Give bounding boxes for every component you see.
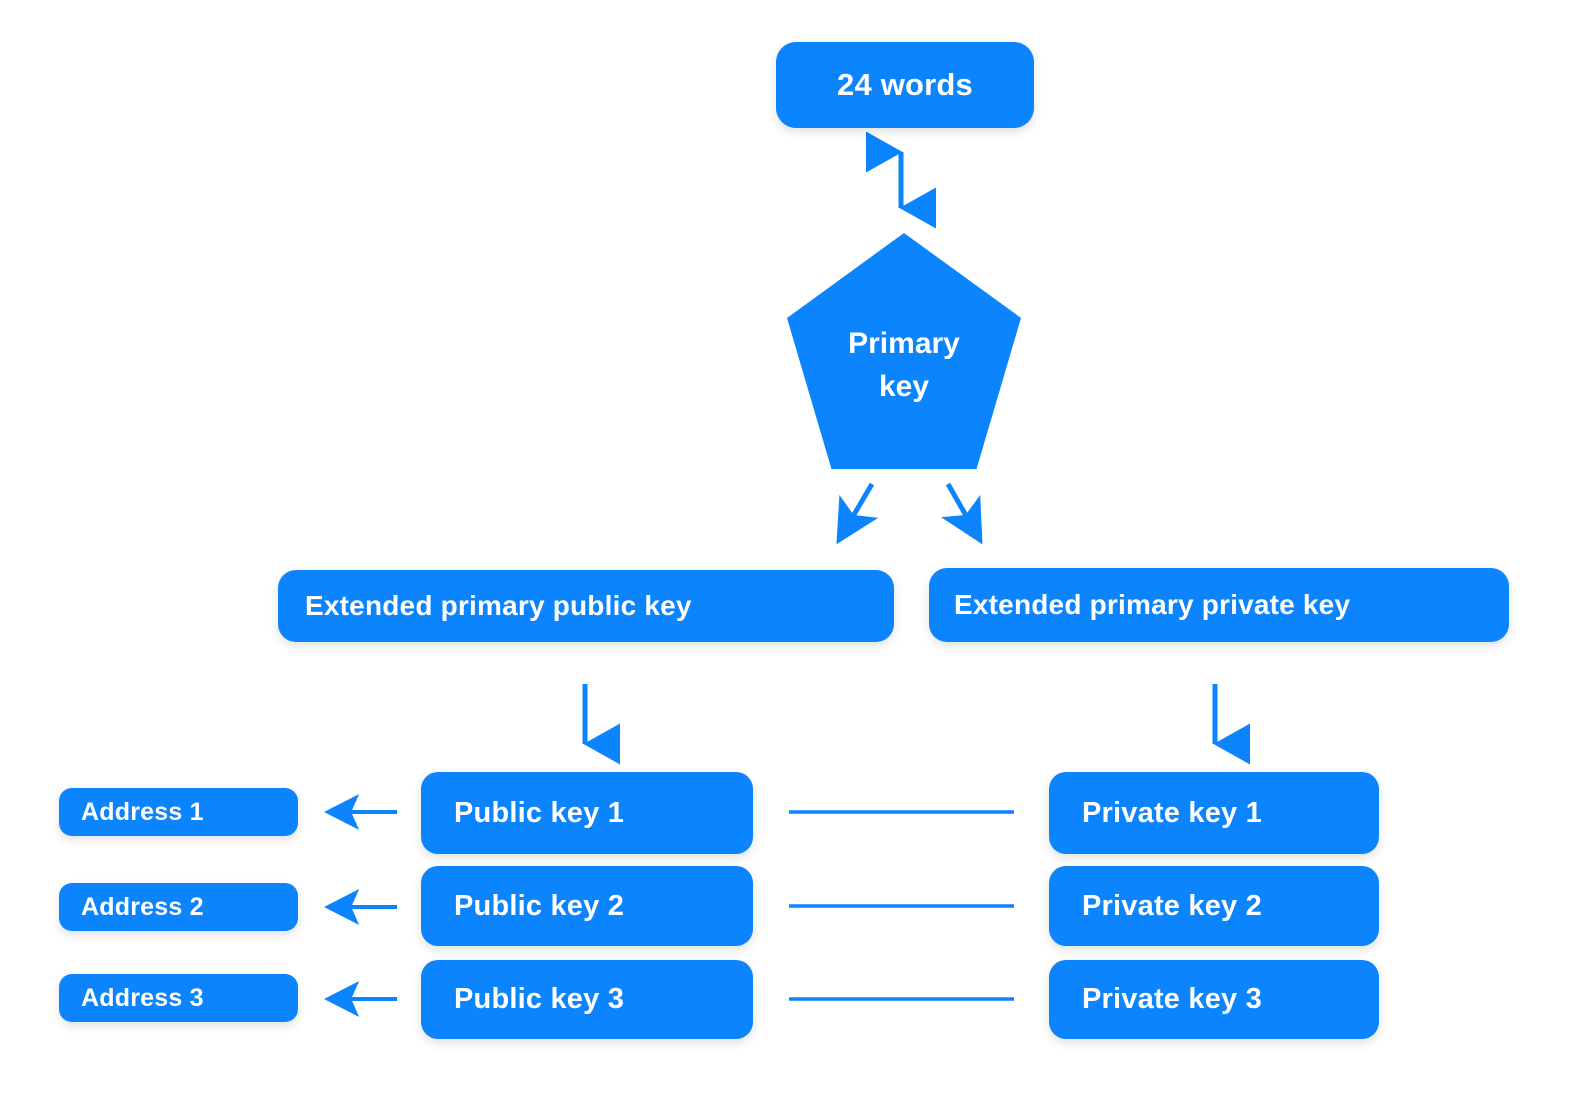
node-primary-key[interactable]: Primary key — [787, 233, 1021, 469]
node-address-1[interactable]: Address 1 — [59, 788, 298, 836]
pentagon-shape — [787, 233, 1021, 469]
node-address-2[interactable]: Address 2 — [59, 883, 298, 931]
node-seed-words-label: 24 words — [837, 67, 973, 102]
node-public-key-1-label: Public key 1 — [454, 796, 625, 829]
node-address-3-label: Address 3 — [81, 983, 204, 1012]
node-private-key-3-label: Private key 3 — [1082, 983, 1262, 1015]
node-public-key-2-label: Public key 2 — [454, 889, 625, 922]
connector-primary-key-to-extended-private — [941, 482, 983, 545]
node-private-key-2-label: Private key 2 — [1082, 889, 1262, 922]
node-private-key-1[interactable]: Private key 1 — [1049, 772, 1379, 854]
node-extended-primary-private-key[interactable]: Extended primary private key — [929, 568, 1509, 642]
node-extended-primary-public-key-label: Extended primary public key — [305, 590, 692, 621]
node-public-key-2[interactable]: Public key 2 — [421, 866, 753, 946]
node-address-3[interactable]: Address 3 — [59, 974, 298, 1022]
connector-primary-key-to-extended-public — [836, 482, 879, 545]
node-extended-primary-public-key[interactable]: Extended primary public key — [278, 570, 894, 642]
node-public-key-1[interactable]: Public key 1 — [421, 772, 753, 854]
node-private-key-3[interactable]: Private key 3 — [1049, 960, 1379, 1039]
node-private-key-1-label: Private key 1 — [1082, 796, 1262, 829]
node-address-2-label: Address 2 — [81, 892, 204, 921]
node-public-key-3[interactable]: Public key 3 — [421, 960, 753, 1039]
node-extended-primary-private-key-label: Extended primary private key — [954, 589, 1351, 620]
node-private-key-2[interactable]: Private key 2 — [1049, 866, 1379, 946]
node-public-key-3-label: Public key 3 — [454, 983, 625, 1015]
node-address-1-label: Address 1 — [81, 797, 204, 826]
node-seed-words[interactable]: 24 words — [776, 42, 1034, 128]
